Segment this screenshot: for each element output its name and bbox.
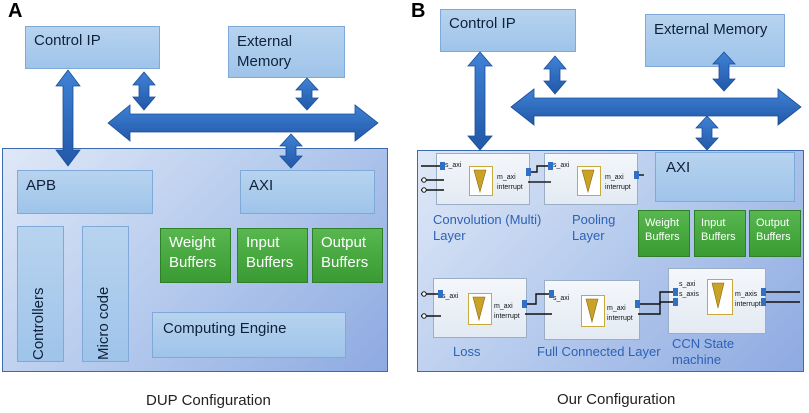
- ip-port-interrupt: interrupt: [607, 315, 633, 322]
- wire-conv-to-pool: [528, 165, 551, 173]
- ip-port-m-axi: m_axi: [605, 174, 624, 181]
- ip-port-m-axi: m_axi: [607, 305, 626, 312]
- ip-port-s-axi: s_axi: [679, 281, 696, 288]
- port-marker: [761, 288, 766, 296]
- ccn-state-label: CCN State machine: [672, 336, 735, 367]
- control-ip-box-a: Control IP: [25, 26, 160, 69]
- ip-port-s-axi: s_axi: [442, 293, 459, 300]
- port-marker: [634, 171, 639, 179]
- external-memory-label-b: External Memory: [654, 21, 768, 38]
- port-dot: [421, 291, 427, 297]
- bus-horizontal-a: [107, 104, 379, 142]
- external-memory-box-b: External Memory: [645, 14, 785, 67]
- ip-port-interrupt: interrupt: [605, 184, 631, 191]
- ip-logo-shape: [472, 296, 486, 322]
- port-marker: [440, 162, 445, 170]
- axi-box-b: AXI: [655, 152, 795, 202]
- output-buffers-label-a: Output Buffers: [321, 234, 369, 271]
- ip-port-s-axi: s_axi: [445, 162, 462, 169]
- ip-port-s-axi: s_axi: [553, 295, 570, 302]
- axi-box-a: AXI: [240, 170, 375, 214]
- port-marker: [673, 288, 678, 296]
- ip-port-m-axi: m_axi: [497, 174, 516, 181]
- computing-engine-box: Computing Engine: [152, 312, 346, 358]
- arrow-bus-up-left-b: [543, 55, 567, 95]
- wire-loss-to-fc: [525, 293, 552, 305]
- fc-layer-label: Full Connected Layer: [537, 344, 661, 359]
- apb-box: APB: [17, 170, 153, 214]
- weight-buffers-label-b: Weight Buffers: [645, 217, 680, 243]
- output-buffers-a: Output Buffers: [312, 228, 383, 283]
- axi-label-b: AXI: [666, 159, 691, 176]
- port-marker: [549, 290, 554, 298]
- weight-buffers-label-a: Weight Buffers: [169, 234, 217, 271]
- external-memory-box-a: External Memory: [228, 26, 345, 78]
- port-dot: [421, 313, 427, 319]
- loss-label: Loss: [453, 344, 481, 359]
- input-buffers-a: Input Buffers: [237, 228, 308, 283]
- wire-fc-to-ccn-1: [638, 291, 677, 305]
- port-marker: [761, 298, 766, 306]
- caption-b: Our Configuration: [557, 391, 676, 408]
- arrow-bus-axi-b: [695, 115, 719, 151]
- ip-port-m-axi: m_axi: [494, 303, 513, 310]
- controllers-box: Controllers: [17, 226, 64, 362]
- arrow-control-apb-a: [55, 69, 81, 167]
- arrow-bus-axi-a: [279, 133, 303, 169]
- panel-a-letter: A: [8, 0, 23, 22]
- output-buffers-label-b: Output Buffers: [756, 217, 791, 243]
- ip-port-interrupt: interrupt: [494, 313, 520, 320]
- pooling-layer-label: Pooling Layer: [572, 212, 616, 243]
- micro-code-box: Micro code: [82, 226, 129, 362]
- ip-logo-shape: [473, 169, 487, 194]
- wire-fc-to-ccn-2: [638, 301, 677, 315]
- port-marker: [522, 300, 527, 308]
- control-ip-label-a: Control IP: [34, 32, 101, 49]
- input-buffers-label-a: Input Buffers: [246, 234, 294, 271]
- ip-port-interrupt: interrupt: [497, 184, 523, 191]
- ip-port-s-axis: s_axis: [679, 291, 699, 298]
- ip-logo-shape: [585, 298, 599, 324]
- ip-port-s-axi: s_axi: [553, 162, 570, 169]
- arrow-extmem-bus-a: [295, 77, 319, 111]
- output-buffers-b: Output Buffers: [749, 210, 801, 257]
- arrow-control-panel-b: [467, 51, 493, 151]
- ip-port-m-axis: m_axis: [735, 291, 758, 298]
- port-marker: [673, 298, 678, 306]
- control-ip-label-b: Control IP: [449, 15, 516, 32]
- external-memory-label-a: External Memory: [237, 33, 293, 70]
- ip-logo-shape: [581, 169, 595, 194]
- caption-a: DUP Configuration: [146, 392, 271, 409]
- port-marker: [526, 168, 531, 176]
- port-dot: [421, 177, 427, 183]
- weight-buffers-b: Weight Buffers: [638, 210, 690, 257]
- arrow-extmem-bus-b: [712, 51, 736, 92]
- bus-horizontal-b: [510, 88, 802, 126]
- arrow-bus-up-left-a: [132, 71, 156, 111]
- weight-buffers-a: Weight Buffers: [160, 228, 231, 283]
- ip-port-interrupt: interrupt: [735, 301, 761, 308]
- input-buffers-label-b: Input Buffers: [701, 217, 736, 243]
- port-marker: [438, 290, 443, 298]
- port-marker: [548, 162, 553, 170]
- computing-engine-label: Computing Engine: [163, 320, 287, 337]
- axi-label-a: AXI: [249, 177, 274, 194]
- conv-layer-label: Convolution (Multi) Layer: [433, 212, 542, 243]
- panel-b-letter: B: [411, 0, 426, 22]
- input-buffers-b: Input Buffers: [694, 210, 746, 257]
- ip-logo-shape: [711, 282, 725, 309]
- apb-label: APB: [26, 177, 57, 194]
- control-ip-box-b: Control IP: [440, 9, 576, 52]
- port-marker: [635, 300, 640, 308]
- port-dot: [421, 187, 427, 193]
